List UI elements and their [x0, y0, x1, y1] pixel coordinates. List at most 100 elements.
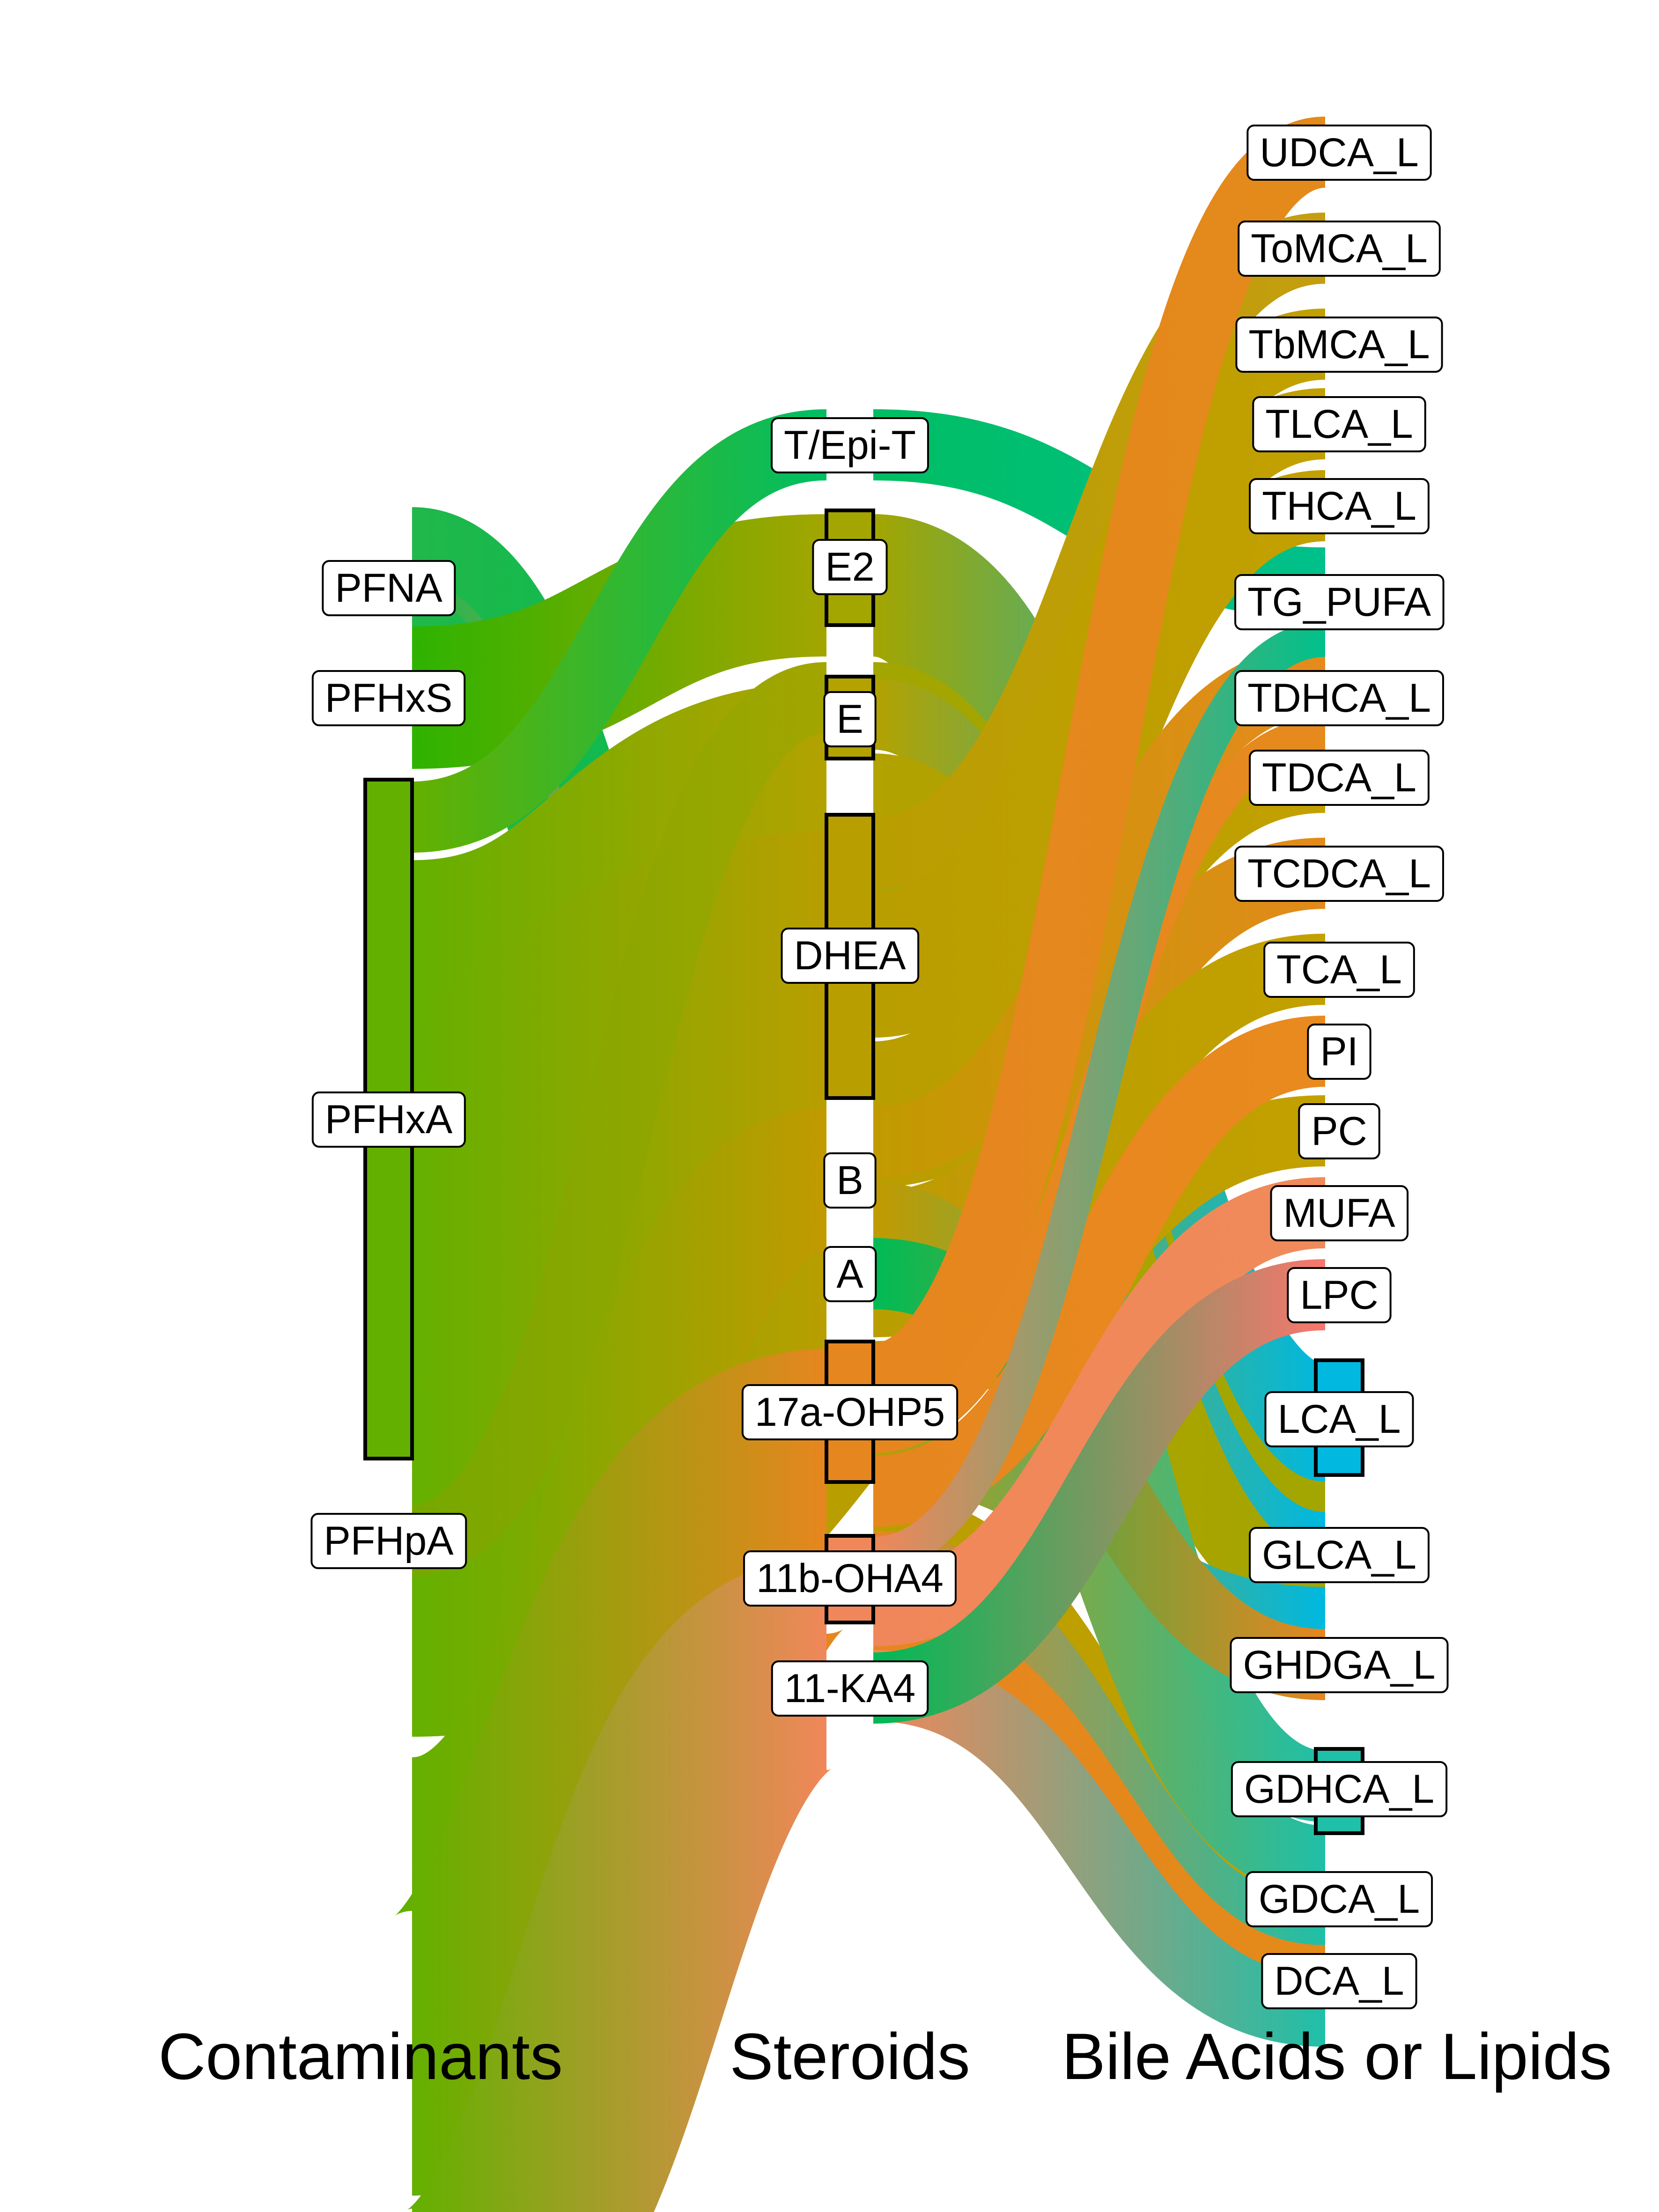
- node-label-text: DCA_L: [1274, 1959, 1404, 2004]
- node-label-gdca-l: GDCA_L: [1245, 1871, 1433, 1927]
- node-label-tbmca-l: TbMCA_L: [1235, 317, 1443, 373]
- link-11-ka4-to-lpc: [872, 1259, 1326, 1724]
- node-label-text: A: [836, 1252, 863, 1297]
- node-label-box: [1252, 396, 1426, 452]
- node-label-box: [771, 1660, 929, 1717]
- node-label-box: [741, 1384, 959, 1440]
- node-label-text: PI: [1320, 1029, 1358, 1074]
- node-label-box: [310, 1513, 467, 1569]
- node-label-pi: PI: [1307, 1024, 1371, 1080]
- node-label-pfhxa: PFHxA: [311, 1091, 466, 1148]
- node-label-tdhca-l: TDHCA_L: [1234, 670, 1444, 726]
- node-label-tlca-l: TLCA_L: [1252, 396, 1426, 452]
- link-pfhxa-to-t-epi-t: [411, 409, 828, 853]
- column-label-steroids: Steroids: [730, 2020, 970, 2093]
- link-17a-ohp5-to-udca-l: [870, 117, 1328, 1415]
- node-label-tg-pufa: TG_PUFA: [1234, 574, 1445, 630]
- node-label-text: GDHCA_L: [1244, 1767, 1434, 1812]
- node-label-box: [1249, 750, 1430, 806]
- column-labels: Contaminants Steroids Bile Acids or Lipi…: [158, 2020, 1612, 2093]
- sankey-links: [332, 117, 1330, 2212]
- node-label-t-epi-t: T/Epi-T: [771, 417, 929, 473]
- node-label-box: [1234, 574, 1445, 630]
- node-label-text: TCA_L: [1276, 947, 1402, 992]
- link-pfhpa-to-e2: [410, 662, 829, 1576]
- node-label-box: [1234, 670, 1444, 726]
- node-label-tcdca-l: TCDCA_L: [1234, 846, 1444, 902]
- node-label-text: TbMCA_L: [1248, 322, 1430, 367]
- node-label-tca-l: TCA_L: [1263, 942, 1415, 998]
- node-label-text: TDCA_L: [1262, 755, 1416, 800]
- node-label-box: [311, 1091, 466, 1148]
- node-label-dca-l: DCA_L: [1261, 1953, 1417, 2009]
- node-label-text: GLCA_L: [1262, 1533, 1416, 1578]
- node-label-pfhxs: PFHxS: [311, 670, 466, 726]
- node-label-text: MUFA: [1283, 1191, 1396, 1236]
- node-label-box: [823, 691, 877, 747]
- link-17a-ohp5-to-pi: [872, 1016, 1327, 1527]
- node-label-text: TLCA_L: [1265, 402, 1413, 447]
- node-label-text: 17a-OHP5: [755, 1390, 945, 1435]
- node-label-box: [1249, 1527, 1430, 1583]
- node-label-box: [1234, 846, 1444, 902]
- node-label-text: PC: [1311, 1109, 1367, 1154]
- node-label-box: [311, 670, 466, 726]
- node-label-text: LPC: [1300, 1273, 1378, 1318]
- node-label-a: A: [823, 1246, 877, 1302]
- node-label-udca-l: UDCA_L: [1246, 125, 1432, 181]
- node-label-box: [812, 539, 888, 595]
- node-label-text: PFNA: [335, 566, 442, 611]
- node-label-text: 11b-OHA4: [756, 1556, 944, 1601]
- node-label-text: T/Epi-T: [784, 423, 916, 468]
- node-label-text: E: [836, 697, 863, 742]
- node-label-ghdga-l: GHDGA_L: [1230, 1637, 1449, 1693]
- node-label-box: [781, 928, 920, 984]
- node-label-box: [1230, 1637, 1449, 1693]
- node-label-glca-l: GLCA_L: [1249, 1527, 1430, 1583]
- node-label-text: PFHxA: [325, 1097, 453, 1142]
- node-label-text: PFHpA: [324, 1519, 454, 1563]
- node-label-box: [771, 417, 929, 473]
- node-label-box: [1263, 942, 1415, 998]
- node-label-lpc: LPC: [1287, 1267, 1392, 1323]
- node-label-thca-l: THCA_L: [1249, 478, 1430, 534]
- node-label-pc: PC: [1298, 1103, 1380, 1159]
- node-label-text: B: [836, 1158, 863, 1203]
- node-label-box: [1238, 221, 1441, 277]
- node-label-box: [823, 1152, 877, 1209]
- node-label-box: [1264, 1391, 1414, 1447]
- node-label-text: DHEA: [794, 933, 907, 978]
- node-label-box: [1235, 317, 1443, 373]
- node-label-17a-ohp5: 17a-OHP5: [741, 1384, 959, 1440]
- node-label-pfhpa: PFHpA: [310, 1513, 467, 1569]
- node-label-box: [743, 1550, 957, 1607]
- node-label-text: GHDGA_L: [1243, 1643, 1435, 1688]
- node-label-box: [1245, 1871, 1433, 1927]
- node-label-e: E: [823, 691, 877, 747]
- node-label-11b-oha4: 11b-OHA4: [743, 1550, 957, 1607]
- node-label-box: [1246, 125, 1432, 181]
- node-label-box: [1287, 1267, 1392, 1323]
- node-label-box: [1261, 1953, 1417, 2009]
- node-label-b: B: [823, 1152, 877, 1209]
- node-label-pfna: PFNA: [322, 560, 456, 616]
- node-label-tomca-l: ToMCA_L: [1238, 221, 1441, 277]
- node-label-text: LCA_L: [1278, 1397, 1401, 1442]
- node-label-text: PFHxS: [325, 676, 452, 721]
- node-label-text: GDCA_L: [1259, 1877, 1420, 1922]
- node-label-box: [1231, 1761, 1448, 1817]
- node-label-lca-l: LCA_L: [1264, 1391, 1414, 1447]
- node-label-tdca-l: TDCA_L: [1249, 750, 1430, 806]
- node-label-text: 11-KA4: [784, 1666, 915, 1711]
- link-11b-oha4-to-mufa: [872, 1177, 1326, 1646]
- node-label-text: TDHCA_L: [1247, 676, 1431, 721]
- node-label-text: ToMCA_L: [1251, 226, 1428, 271]
- sankey-node-labels: PFNAPFHxSPFHxAPFHpAT/Epi-TE2EDHEABA17a-O…: [310, 125, 1449, 2009]
- node-label-box: [823, 1246, 877, 1302]
- node-label-box: [1307, 1024, 1371, 1080]
- node-label-text: THCA_L: [1262, 484, 1416, 529]
- node-label-mufa: MUFA: [1270, 1185, 1409, 1241]
- node-label-box: [1249, 478, 1430, 534]
- link-11b-oha4-to-gdhca-l: [872, 1650, 1326, 2047]
